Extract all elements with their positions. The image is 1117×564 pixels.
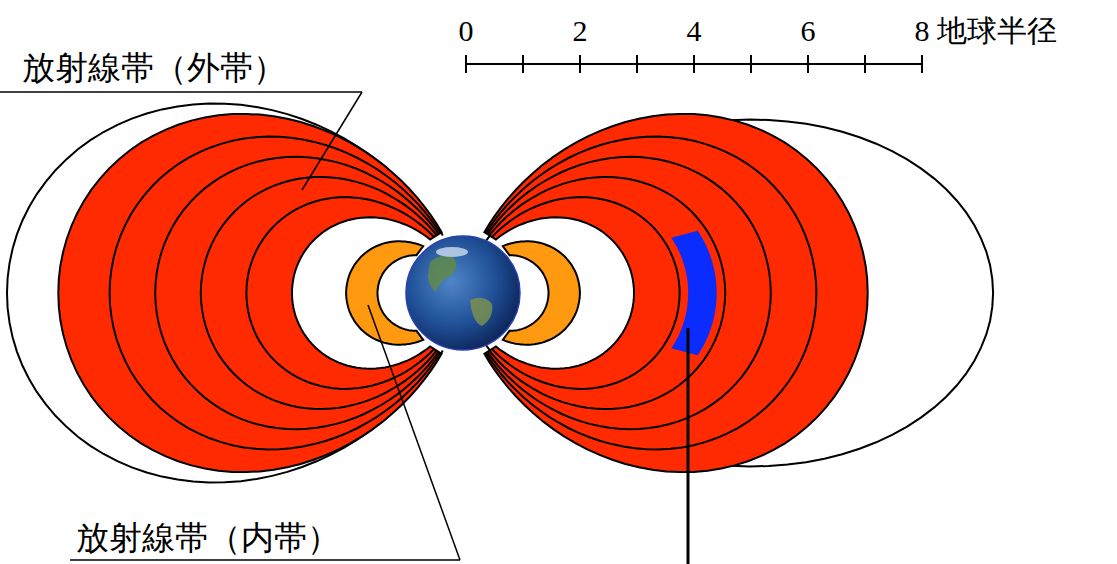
field-line [490, 177, 726, 409]
outer-envelope [7, 104, 443, 483]
scale-unit: 地球半径 [937, 16, 1057, 46]
leader-line [368, 305, 460, 560]
leader-line [302, 92, 362, 190]
earth-cloud [436, 247, 468, 257]
field-lines [110, 137, 817, 450]
scale-tick [465, 55, 467, 73]
leader-line [687, 328, 690, 564]
scale-number: 0 [459, 16, 474, 46]
scale-tick [636, 55, 638, 73]
belt-label: 放射線帯（外帯） [22, 52, 286, 85]
field-line [486, 137, 817, 450]
scale-tick [864, 55, 866, 73]
scale-tick [579, 55, 581, 73]
field-line [155, 157, 438, 429]
field-line [201, 177, 437, 409]
scale-tick [807, 55, 809, 73]
scale-tick [693, 55, 695, 73]
outer-belt [484, 114, 867, 472]
earth-land [428, 256, 456, 292]
field-line [488, 157, 771, 429]
scale-number: 6 [801, 16, 816, 46]
belt-label: 放射線帯（内帯） [76, 522, 340, 555]
scale-number: 2 [573, 16, 588, 46]
earth-land [470, 298, 492, 326]
scale-tick [921, 55, 923, 73]
scale-number: 8 [915, 16, 930, 46]
label-underline [70, 559, 460, 561]
scale-tick [750, 55, 752, 73]
earth [406, 236, 520, 350]
scale-number: 4 [687, 16, 702, 46]
scale-tick [522, 55, 524, 73]
field-line [110, 137, 441, 450]
observation-region [671, 231, 716, 356]
scale-ticks [466, 55, 922, 73]
label-underline [0, 91, 362, 93]
outer-belt [58, 114, 441, 472]
